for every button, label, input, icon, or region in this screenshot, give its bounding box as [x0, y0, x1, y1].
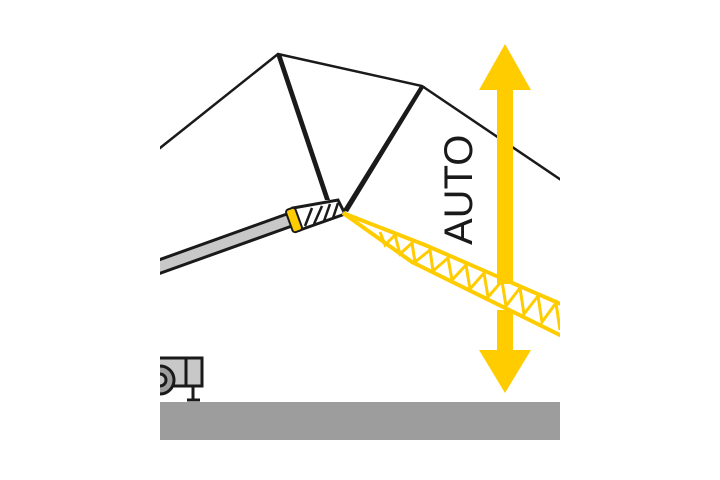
guy-line [160, 52, 560, 181]
strut-left [276, 54, 330, 200]
double-arrow-vertical-icon [479, 44, 531, 393]
telescopic-boom [160, 198, 348, 275]
crane-carrier [160, 356, 204, 402]
auto-label: AUTO [437, 135, 481, 245]
luffing-jib [341, 211, 560, 338]
ground [160, 402, 560, 440]
strut-right [343, 86, 425, 212]
